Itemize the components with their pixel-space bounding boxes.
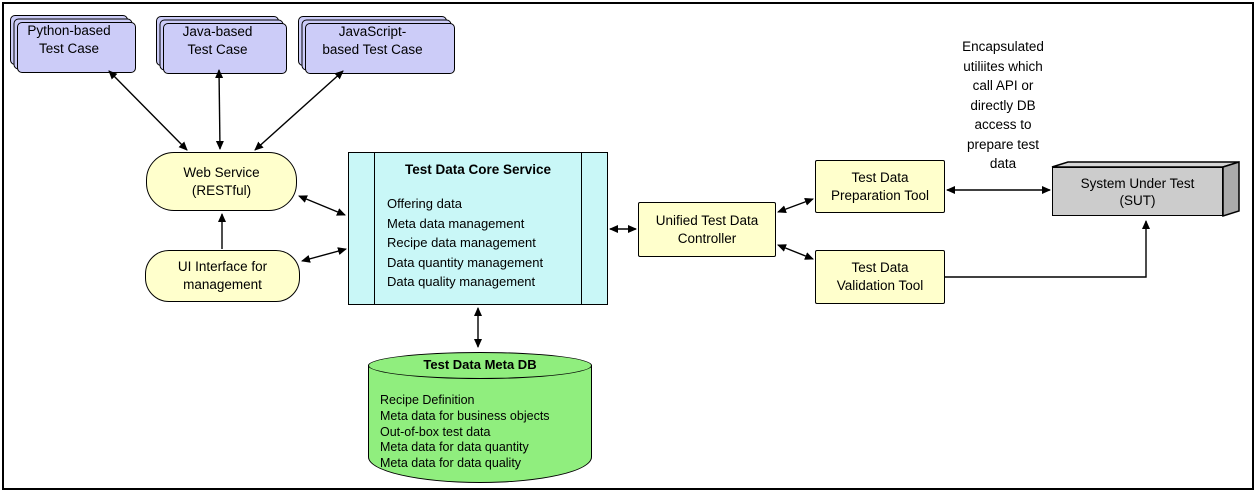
- core-service-item: Data quantity management: [387, 254, 544, 270]
- meta-db-item: Meta data for data quality: [380, 456, 522, 471]
- meta-db-items: Recipe Definition Meta data for business…: [380, 393, 550, 472]
- javascript-test-case-label: JavaScript- based Test Case: [322, 24, 423, 57]
- core-service-item: Recipe data management: [387, 235, 536, 250]
- sut-label: System Under Test (SUT): [1080, 175, 1195, 208]
- core-service-content: Test Data Core Service Offering data Met…: [375, 153, 581, 304]
- core-service-box: Test Data Core Service Offering data Met…: [348, 152, 608, 305]
- core-service-right-strip: [581, 153, 607, 304]
- meta-db-cylinder: Test Data Meta DB Recipe Definition Meta…: [368, 352, 592, 483]
- outer-frame: [2, 2, 1254, 490]
- java-test-case-label: Java-based Test Case: [182, 24, 253, 57]
- ui-interface-node: UI Interface for management: [145, 250, 300, 302]
- validation-tool-box: Test Data Validation Tool: [815, 250, 945, 304]
- web-service-node: Web Service (RESTful): [146, 152, 297, 211]
- core-service-left-strip: [349, 153, 375, 304]
- ui-interface-label: UI Interface for management: [177, 259, 268, 292]
- meta-db-item: Meta data for business objects: [380, 408, 550, 423]
- python-test-case-label: Python-based Test Case: [27, 23, 111, 56]
- validation-tool-label: Test Data Validation Tool: [836, 260, 924, 293]
- annotation-text: Encapsulated utiliites which call API or…: [962, 39, 1044, 171]
- python-test-case-box: Python-based Test Case: [10, 15, 128, 65]
- java-test-case-box: Java-based Test Case: [156, 16, 279, 66]
- meta-db-item: Meta data for data quantity: [380, 440, 529, 455]
- unified-controller-box: Unified Test Data Controller: [638, 202, 776, 257]
- meta-db-item: Out-of-box test data: [380, 424, 491, 439]
- core-service-item: Offering data: [387, 196, 462, 211]
- meta-db-title: Test Data Meta DB: [423, 357, 537, 372]
- preparation-tool-label: Test Data Preparation Tool: [830, 169, 930, 203]
- core-service-title: Test Data Core Service: [404, 162, 552, 177]
- meta-db-item: Recipe Definition: [380, 393, 475, 407]
- unified-controller-label: Unified Test Data Controller: [655, 212, 759, 246]
- meta-db-cylinder-body: [368, 365, 592, 483]
- sut-box: System Under Test (SUT): [1052, 167, 1223, 216]
- javascript-test-case-box: JavaScript- based Test Case: [298, 16, 447, 66]
- core-service-item: Meta data management: [387, 215, 525, 231]
- web-service-label: Web Service (RESTful): [183, 164, 260, 198]
- core-service-items: Offering data Meta data management Recip…: [375, 194, 581, 292]
- preparation-tool-box: Test Data Preparation Tool: [815, 160, 945, 213]
- core-service-item: Data quality management: [387, 274, 536, 289]
- meta-db-cylinder-top: [368, 352, 592, 379]
